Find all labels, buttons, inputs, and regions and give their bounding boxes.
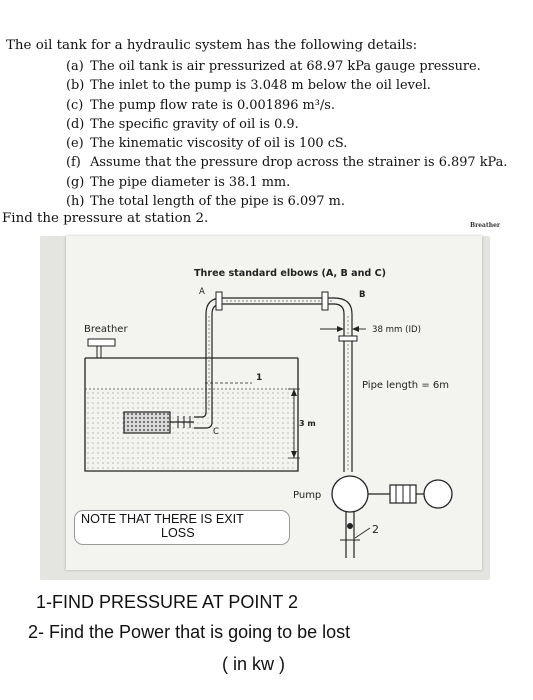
note-line-2: LOSS: [161, 526, 195, 540]
problem-item: (d) The specific gravity of oil is 0.9.: [66, 116, 299, 132]
exit-loss-note: NOTE THAT THERE IS EXIT LOSS: [74, 510, 290, 545]
problem-item: (b) The inlet to the pump is 3.048 m bel…: [66, 78, 431, 94]
elbows-title: Three standard elbows (A, B and C): [194, 268, 386, 279]
id-dimension: [320, 326, 366, 332]
label-2: 2: [372, 523, 379, 536]
breather-label: Breather: [84, 324, 128, 335]
label-c: C: [213, 427, 219, 437]
problem-item: (h) The total length of the pipe is 6.09…: [66, 194, 345, 210]
breather-cutoff-label: Breather: [470, 222, 501, 229]
pump-outlet-pipe: [340, 512, 371, 558]
pipe-length-label: Pipe length = 6m: [362, 380, 449, 391]
oil-tank: [84, 357, 299, 472]
question-2-units: ( in kw ): [222, 654, 285, 674]
question-1: 1-FIND PRESSURE AT POINT 2: [36, 592, 299, 612]
problem-item: (a) The oil tank is air pressurized at 6…: [66, 59, 481, 74]
suction-pipe: [194, 291, 334, 429]
label-b: B: [359, 290, 365, 300]
problem-item: (e) The kinematic viscosity of oil is 10…: [66, 136, 348, 152]
pump: [331, 475, 453, 513]
problem-item: (f) Assume that the pressure drop across…: [66, 155, 508, 171]
hydraulic-diagram: Three standard elbows (A, B and C) A B C…: [84, 268, 453, 558]
problem-item: (c) The pump flow rate is 0.001896 m³/s.: [66, 97, 335, 113]
height-dimension: [288, 388, 300, 459]
strainer: [123, 411, 194, 434]
discharge-pipe: [333, 297, 358, 472]
pump-label: Pump: [293, 490, 321, 501]
question-2: 2- Find the Power that is going to be lo…: [28, 622, 351, 642]
problem-item: (g) The pipe diameter is 38.1 mm.: [66, 174, 291, 190]
find-statement: Find the pressure at station 2.: [2, 211, 209, 226]
breather-cap: [87, 338, 116, 358]
height-label: 3 m: [299, 419, 316, 428]
problem-intro: The oil tank for a hydraulic system has …: [6, 38, 418, 53]
label-a: A: [199, 287, 205, 297]
note-line-1: NOTE THAT THERE IS EXIT: [81, 512, 244, 526]
pipe-id-label: 38 mm (ID): [372, 325, 421, 335]
problem-items: (a) The oil tank is air pressurized at 6…: [66, 57, 507, 211]
label-1: 1: [256, 373, 262, 383]
